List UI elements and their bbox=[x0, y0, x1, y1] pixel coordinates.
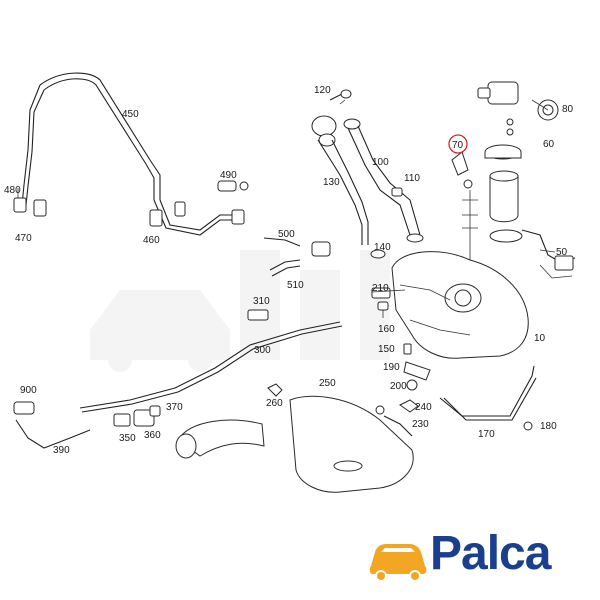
car-icon bbox=[369, 544, 427, 582]
label-510: 510 bbox=[287, 280, 304, 291]
label-480: 480 bbox=[4, 185, 21, 196]
tank-strap-170 bbox=[439, 365, 537, 421]
sensor-900 bbox=[13, 401, 35, 415]
valve-350 bbox=[113, 413, 131, 427]
hose-500 bbox=[263, 237, 331, 257]
filler-pipe-100 bbox=[343, 118, 424, 243]
label-260: 260 bbox=[266, 398, 283, 409]
fuel-pump-module-60 bbox=[462, 81, 523, 260]
bracket-190 bbox=[403, 361, 431, 381]
label-490: 490 bbox=[220, 170, 237, 181]
bolt-150 bbox=[403, 343, 412, 355]
palca-wordmark: Palca bbox=[430, 527, 551, 580]
label-160: 160 bbox=[378, 324, 395, 335]
connector-490 bbox=[217, 180, 249, 192]
label-470: 470 bbox=[15, 233, 32, 244]
label-230: 230 bbox=[412, 419, 429, 430]
wrench-70 bbox=[451, 151, 473, 189]
fuel-tank-10 bbox=[391, 251, 529, 359]
label-310: 310 bbox=[253, 296, 270, 307]
label-60: 60 bbox=[543, 139, 555, 150]
label-180: 180 bbox=[540, 421, 557, 432]
nut-240 bbox=[399, 399, 419, 413]
clip-230 bbox=[375, 405, 413, 437]
clip-110 bbox=[391, 187, 403, 197]
label-460: 460 bbox=[143, 235, 160, 246]
harness-50 bbox=[521, 229, 576, 279]
label-900: 900 bbox=[20, 385, 37, 396]
label-360: 360 bbox=[144, 430, 161, 441]
label-190: 190 bbox=[383, 362, 400, 373]
clip-370 bbox=[149, 405, 161, 417]
label-150: 150 bbox=[378, 344, 395, 355]
filler-neck-130 bbox=[311, 115, 369, 245]
air-duct bbox=[175, 419, 265, 459]
bolt-160 bbox=[377, 301, 389, 318]
bolt-180 bbox=[523, 421, 533, 431]
line-390 bbox=[15, 419, 91, 449]
label-300: 300 bbox=[254, 345, 271, 356]
fuel-line-300 bbox=[79, 321, 343, 413]
label-140: 140 bbox=[374, 242, 391, 253]
palca-logo bbox=[369, 544, 427, 582]
label-170: 170 bbox=[478, 429, 495, 440]
hose-510 bbox=[269, 259, 301, 277]
label-130: 130 bbox=[323, 177, 340, 188]
nut-200 bbox=[406, 379, 418, 391]
label-240: 240 bbox=[415, 402, 432, 413]
label-500: 500 bbox=[278, 229, 295, 240]
part-number-labels: 450 480 470 460 490 120 130 100 110 70 8… bbox=[4, 85, 574, 456]
label-370: 370 bbox=[166, 402, 183, 413]
seal-ring-80 bbox=[506, 99, 559, 136]
label-390: 390 bbox=[53, 445, 70, 456]
label-80: 80 bbox=[562, 104, 574, 115]
valve-360 bbox=[133, 409, 155, 427]
label-120: 120 bbox=[314, 85, 331, 96]
filler-cap-120 bbox=[329, 89, 352, 101]
label-70: 70 bbox=[452, 140, 464, 151]
heat-shield-250 bbox=[289, 395, 414, 493]
label-450: 450 bbox=[122, 109, 139, 120]
label-350: 350 bbox=[119, 433, 136, 444]
fuel-line-450 bbox=[13, 72, 245, 236]
watermark bbox=[90, 250, 390, 372]
label-250: 250 bbox=[319, 378, 336, 389]
label-200: 200 bbox=[390, 381, 407, 392]
label-10: 10 bbox=[534, 333, 546, 344]
ring-140 bbox=[370, 249, 386, 259]
label-100: 100 bbox=[372, 157, 389, 168]
clip-310 bbox=[247, 309, 269, 321]
label-210: 210 bbox=[372, 283, 389, 294]
label-110: 110 bbox=[404, 173, 420, 184]
label-50: 50 bbox=[556, 247, 568, 258]
highlight-ring-70 bbox=[448, 134, 468, 154]
nut-260 bbox=[267, 383, 283, 397]
leader-lines bbox=[17, 99, 556, 293]
bracket-210 bbox=[371, 287, 391, 299]
